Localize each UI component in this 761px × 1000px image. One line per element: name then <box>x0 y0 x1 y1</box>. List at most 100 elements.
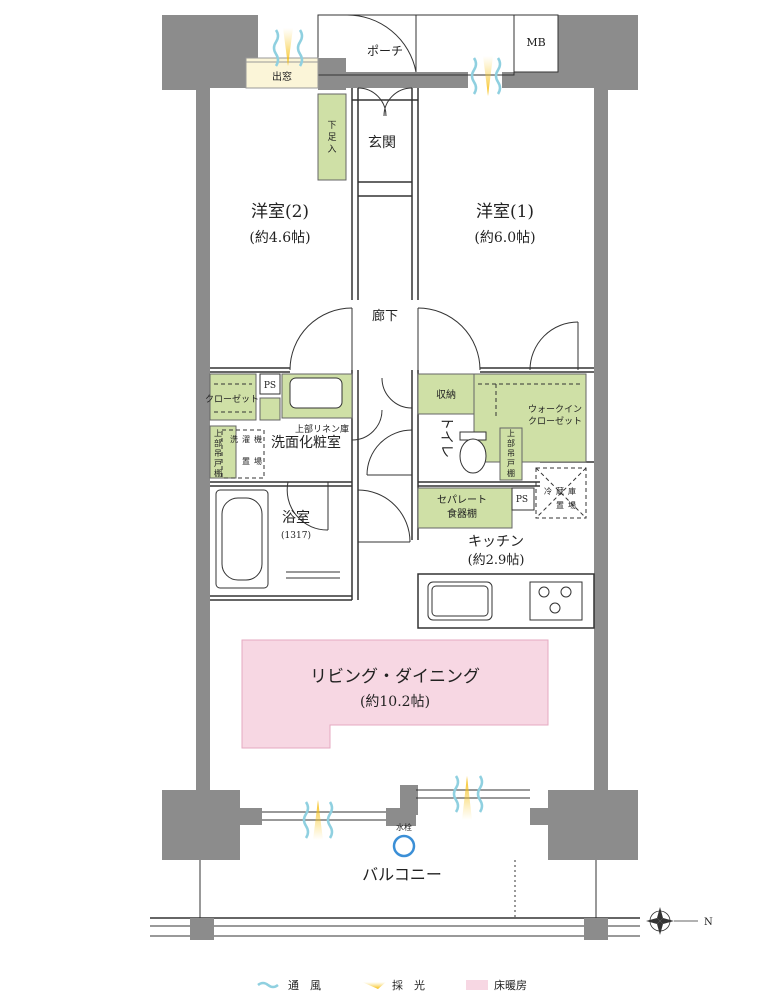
kitchen-name: キッチン <box>468 534 524 550</box>
balcony-windows <box>262 789 530 821</box>
upper-cab-r-4: 戸 <box>507 459 515 468</box>
floor-heating-swatch <box>466 980 488 990</box>
compass: N <box>646 907 713 935</box>
washer-char-1: 洗 <box>230 434 238 444</box>
upper-cab-l-4: 戸 <box>214 459 222 468</box>
wall-right <box>594 88 608 793</box>
legend-floor-heating: 床暖房 <box>466 978 527 992</box>
upper-cab-r-1: 上 <box>507 429 515 438</box>
wall-bottom-mid2 <box>400 785 418 815</box>
fridge-char-1: 冷 <box>544 486 552 496</box>
upper-cab-l-3: 吊 <box>214 449 222 458</box>
ps-label-right: PS <box>516 495 528 505</box>
exterior-walls <box>162 15 638 860</box>
entrance-label: 玄関 <box>368 134 396 151</box>
small-shelf <box>259 397 281 421</box>
porch-label: ポーチ <box>367 44 403 58</box>
living-dining-size: (約10.2帖) <box>360 694 430 710</box>
separate-cabinet-line1: セパレート <box>437 494 487 506</box>
fridge-char-5: 場 <box>568 500 576 510</box>
western2-name: 洋室(2) <box>251 202 309 222</box>
washer-char-4: 置 <box>242 457 250 466</box>
balcony-area <box>150 860 640 940</box>
closet-label: クローゼット <box>205 393 259 405</box>
compass-north-label: N <box>704 917 713 928</box>
western2-size: (約4.6帖) <box>249 230 310 246</box>
walkin-line2: クローゼット <box>528 415 582 427</box>
light-arrow-icon <box>462 776 472 820</box>
upper-cabinet-right <box>499 427 523 481</box>
bathroom-name: 浴室 <box>282 509 310 526</box>
fridge-char-4: 置 <box>556 501 564 510</box>
fridge-char-2: 蔵 <box>556 486 564 496</box>
floor-heating-area <box>241 639 549 749</box>
walkin-closet <box>473 373 587 463</box>
bathtub <box>215 489 340 589</box>
upper-cab-r-5: 棚 <box>507 468 515 478</box>
hallway-label: 廊下 <box>372 308 398 324</box>
western1-name: 洋室(1) <box>476 202 534 222</box>
linen-shelf-label: 上部リネン庫 <box>295 423 349 435</box>
washroom-label: 洗面化粧室 <box>271 434 341 451</box>
storage-label: 収納 <box>436 388 456 401</box>
light-arrow-icon <box>313 800 323 840</box>
storage-areas <box>209 93 587 529</box>
upper-cab-l-2: 部 <box>214 438 222 448</box>
pillar-top-left <box>162 15 258 90</box>
shoe-box-char-1: 下 <box>327 121 336 131</box>
storage-dashes <box>214 383 587 519</box>
kitchen-counter <box>417 573 595 629</box>
pillar-top-right <box>558 15 638 90</box>
walkin-line1: ウォークイン <box>528 404 582 415</box>
light-arrows <box>283 28 493 840</box>
vanity-sink <box>289 377 343 409</box>
legend-light: 採 光 <box>362 978 425 992</box>
toilet-char-1: トイレ <box>438 416 454 458</box>
faucet-icon <box>392 834 416 858</box>
wall-top-porch <box>346 72 468 88</box>
wall-left <box>196 88 210 793</box>
upper-cabinet-left <box>209 425 237 479</box>
upper-cab-r-3: 吊 <box>507 449 515 458</box>
balcony-label: バルコニー <box>362 865 442 884</box>
mb-label: MB <box>526 36 545 49</box>
bathroom-size: (1317) <box>281 530 311 541</box>
legend: 通 風 採 光 床暖房 <box>257 978 527 992</box>
ps-box-left <box>259 373 281 395</box>
ps-box-right <box>511 487 535 511</box>
wall-top-mid <box>318 58 346 90</box>
living-dining-name: リビング・ダイニング <box>310 667 480 687</box>
light-icon <box>362 982 386 989</box>
upper-cab-r-2: 部 <box>507 438 515 448</box>
ventilation-icons <box>272 29 502 839</box>
washer-char-2: 濯 <box>242 434 250 444</box>
legend-ventilation-label: 通 風 <box>288 979 321 992</box>
shoe-box <box>317 93 347 181</box>
bay-window-label: 出窓 <box>272 70 292 83</box>
upper-cab-l-1: 上 <box>214 429 222 438</box>
porch-area <box>317 14 559 76</box>
western1-size: (約6.0帖) <box>474 230 535 246</box>
washer-char-5: 場 <box>254 456 262 466</box>
kitchen-size: (約2.9帖) <box>468 553 525 568</box>
shoe-box-char-2: 足 <box>327 132 336 143</box>
light-arrow-icon <box>283 28 293 66</box>
legend-floor-heating-label: 床暖房 <box>494 978 527 992</box>
upper-cab-l-5: 棚 <box>214 468 222 478</box>
legend-ventilation: 通 風 <box>257 979 321 992</box>
ps-label-left: PS <box>264 381 276 391</box>
shoe-box-char-3: 入 <box>327 144 336 155</box>
fridge-char-3: 庫 <box>568 486 576 496</box>
faucet-label: 水栓 <box>396 822 412 832</box>
pillar-bottom-right <box>530 790 638 860</box>
labels: 洋室(2) (約4.6帖) 洋室(1) (約6.0帖) 玄関 ポーチ MB 出窓… <box>205 36 582 884</box>
ventilation-icon <box>257 981 279 989</box>
legend-light-label: 採 光 <box>392 978 425 992</box>
separate-cabinet <box>417 487 513 529</box>
toilet-fixture <box>459 431 487 474</box>
pillar-bottom-left <box>162 790 262 860</box>
washer-char-3: 機 <box>254 434 262 444</box>
bay-window <box>245 57 319 89</box>
